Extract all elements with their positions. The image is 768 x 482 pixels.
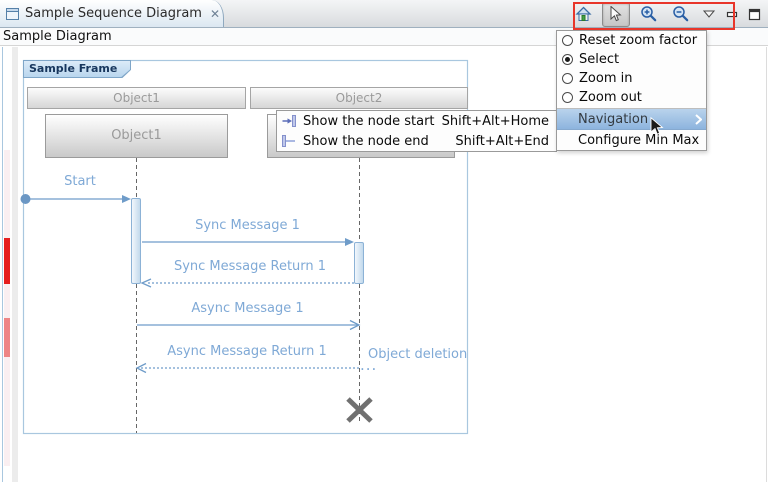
radio-icon [562, 35, 573, 46]
zoom-in-button[interactable] [636, 3, 662, 26]
view-left-border [2, 47, 3, 482]
activation-object1[interactable] [131, 198, 141, 284]
menu-item-label: Zoom out [579, 90, 642, 105]
message-label-sync1[interactable]: Sync Message 1 [195, 218, 300, 233]
select-button[interactable] [602, 1, 630, 27]
menu-item-label: Zoom in [579, 71, 633, 86]
overview-ruler [4, 150, 10, 466]
radio-icon [562, 73, 573, 84]
activation-object2[interactable] [354, 242, 364, 284]
menu-item-navigation[interactable]: Navigation [557, 109, 706, 130]
menu-item-configure-min-max[interactable]: Configure Min Max [557, 130, 706, 150]
home-button[interactable] [570, 3, 596, 26]
menu-separator [557, 108, 706, 109]
zoom-out-icon [673, 6, 689, 22]
menu-item-label: Show the node start [303, 113, 435, 129]
radio-icon [562, 92, 573, 103]
zoom-out-button[interactable] [668, 3, 694, 26]
show-node-end-icon [282, 135, 295, 147]
minimize-icon [726, 11, 737, 17]
radio-checked-icon [562, 54, 573, 65]
minimize-button[interactable] [724, 3, 740, 26]
tab-close-icon[interactable]: ✕ [209, 6, 221, 21]
maximize-icon [748, 8, 760, 20]
frame-label[interactable]: Sample Frame [23, 60, 131, 78]
menu-item-label: Show the node end [303, 133, 429, 149]
object-deletion-label[interactable]: Object deletion [368, 347, 468, 362]
frame-label-text: Sample Frame [24, 61, 130, 77]
lifeline-continuation-ellipsis: ... [360, 356, 378, 374]
dropdown-triangle-icon [703, 10, 715, 18]
message-label-async-return1[interactable]: Async Message Return 1 [167, 344, 327, 359]
zoom-in-icon [641, 6, 657, 22]
tab-title: Sample Sequence Diagram [25, 6, 202, 21]
submenu-chevron-icon [695, 113, 702, 125]
ruler-marker-red[interactable] [4, 238, 10, 284]
menu-item-show-node-end[interactable]: Show the node end Shift+Alt+End [277, 131, 556, 151]
menu-item-reset-zoom-factor[interactable]: Reset zoom factor [557, 31, 706, 50]
navigation-submenu: Show the node start Shift+Alt+Home Show … [276, 110, 557, 152]
menu-item-zoom-in[interactable]: Zoom in [557, 69, 706, 88]
view-toolbar [570, 1, 762, 27]
ruler-marker-salmon[interactable] [4, 318, 10, 357]
view-dropdown-menu: Reset zoom factor Select Zoom in Zoom ou… [556, 30, 707, 151]
maximize-button[interactable] [746, 3, 762, 26]
tab-bar: Sample Sequence Diagram ✕ [0, 0, 768, 28]
menu-item-zoom-out[interactable]: Zoom out [557, 88, 706, 107]
message-label-start[interactable]: Start [64, 174, 96, 189]
select-cursor-icon [610, 6, 622, 22]
view-menu-button[interactable] [700, 3, 718, 26]
message-label-sync-return1[interactable]: Sync Message Return 1 [173, 259, 327, 274]
menu-item-show-node-start[interactable]: Show the node start Shift+Alt+Home [277, 111, 556, 131]
menu-item-label: Navigation [578, 111, 649, 127]
view-right-border [766, 47, 767, 482]
menu-item-shortcut: Shift+Alt+Home [441, 113, 549, 129]
menu-item-label: Select [579, 52, 620, 67]
column-header-object1[interactable]: Object1 [27, 87, 246, 109]
side-ruler [12, 47, 18, 482]
home-icon [574, 6, 592, 21]
tab-sample-sequence-diagram[interactable]: Sample Sequence Diagram ✕ [0, 0, 224, 27]
message-label-async1[interactable]: Async Message 1 [191, 301, 304, 316]
menu-item-label: Configure Min Max [578, 132, 700, 148]
column-header-object2[interactable]: Object2 [250, 87, 468, 109]
menu-item-shortcut: Shift+Alt+End [455, 133, 549, 149]
view-icon [6, 7, 19, 20]
lifeline-head-object1[interactable]: Object1 [45, 114, 228, 158]
menu-item-select[interactable]: Select [557, 50, 706, 69]
menu-item-label: Reset zoom factor [579, 33, 698, 48]
show-node-start-icon [282, 115, 296, 127]
